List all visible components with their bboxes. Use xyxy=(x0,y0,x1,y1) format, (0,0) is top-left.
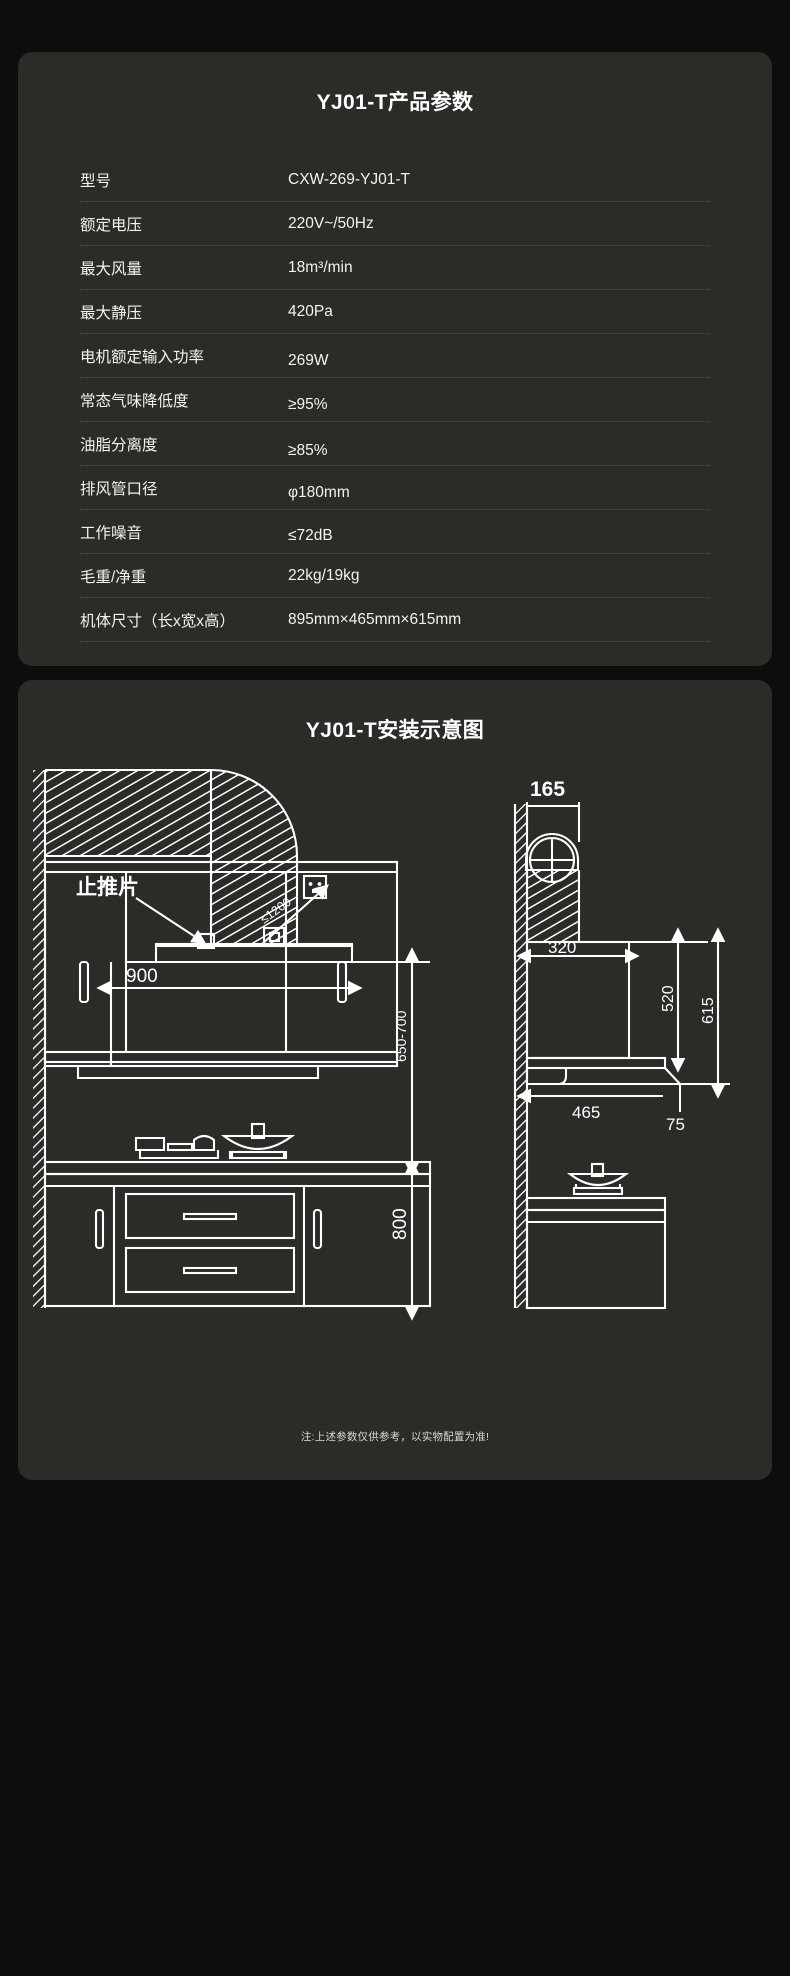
dim-hood-depth: 465 xyxy=(572,1103,600,1122)
dim-counter-overhang: 75 xyxy=(666,1115,685,1134)
spec-value: ≥85% xyxy=(288,441,328,459)
disclaimer-note: 注:上述参数仅供参考，以实物配置为准! xyxy=(300,1431,490,1443)
spec-label: 机体尺寸（长x宽x高） xyxy=(80,612,236,630)
diagram-card-title: YJ01-T安装示意图 xyxy=(305,719,485,742)
table-row: 油脂分离度 ≥85% xyxy=(80,422,710,466)
spec-label: 电机额定输入功率 xyxy=(80,348,205,366)
spec-value: 18m³/min xyxy=(288,258,353,276)
installation-drawing-svg: 止推片 ≤1200 900 650-700 800 165 320 520 61… xyxy=(33,768,730,1321)
spec-value: 22kg/19kg xyxy=(288,566,360,584)
spec-value: φ180mm xyxy=(288,483,350,501)
table-row: 常态气味降低度 ≥95% xyxy=(80,378,710,422)
table-row: 额定电压 220V~/50Hz xyxy=(80,202,710,246)
spec-value: 269W xyxy=(288,351,329,369)
dim-duct-offset-top: 165 xyxy=(530,778,565,801)
spec-card: YJ01-T产品参数 型号 CXW-269-YJ01-T 额定电压 220V~/… xyxy=(18,52,772,666)
callout-thrust-plate: 止推片 xyxy=(76,876,139,899)
spec-value: 420Pa xyxy=(288,302,333,320)
dim-counter-height: 800 xyxy=(390,1208,411,1240)
spec-label: 排风管口径 xyxy=(80,480,158,498)
spec-value: CXW-269-YJ01-T xyxy=(288,170,411,188)
spec-label: 最大风量 xyxy=(80,260,143,278)
dim-total-height: 615 xyxy=(700,997,717,1024)
table-row: 电机额定输入功率 269W xyxy=(80,334,710,378)
table-row: 工作噪音 ≤72dB xyxy=(80,510,710,554)
dim-front-width: 900 xyxy=(126,966,158,987)
spec-label: 最大静压 xyxy=(80,304,143,322)
installation-diagram-card: YJ01-T安装示意图 xyxy=(18,680,772,1480)
table-row: 排风管口径 φ180mm xyxy=(80,466,710,510)
dim-hood-to-cooktop: 650-700 xyxy=(393,1010,409,1062)
table-row: 机体尺寸（长x宽x高） 895mm×465mm×615mm xyxy=(80,598,710,642)
spec-label: 常态气味降低度 xyxy=(80,392,189,410)
spec-table: 型号 CXW-269-YJ01-T 额定电压 220V~/50Hz 最大风量 1… xyxy=(80,158,710,642)
dim-hood-body-height: 520 xyxy=(660,985,677,1012)
table-row: 型号 CXW-269-YJ01-T xyxy=(80,158,710,202)
dim-hood-depth-upper: 320 xyxy=(548,938,576,957)
table-row: 最大静压 420Pa xyxy=(80,290,710,334)
installation-drawing: 止推片 ≤1200 900 650-700 800 165 320 520 61… xyxy=(18,766,772,1406)
spec-value: ≥95% xyxy=(288,395,328,413)
spec-label: 额定电压 xyxy=(80,216,143,234)
spec-value: 220V~/50Hz xyxy=(288,214,374,232)
spec-label: 型号 xyxy=(80,172,112,190)
table-row: 毛重/净重 22kg/19kg xyxy=(80,554,710,598)
spec-label: 毛重/净重 xyxy=(80,568,147,586)
spec-label: 工作噪音 xyxy=(80,524,143,542)
spec-label: 油脂分离度 xyxy=(80,436,158,454)
spec-value: ≤72dB xyxy=(288,526,333,544)
spec-card-title: YJ01-T产品参数 xyxy=(316,91,474,114)
table-row: 最大风量 18m³/min xyxy=(80,246,710,290)
spec-value: 895mm×465mm×615mm xyxy=(288,610,462,628)
